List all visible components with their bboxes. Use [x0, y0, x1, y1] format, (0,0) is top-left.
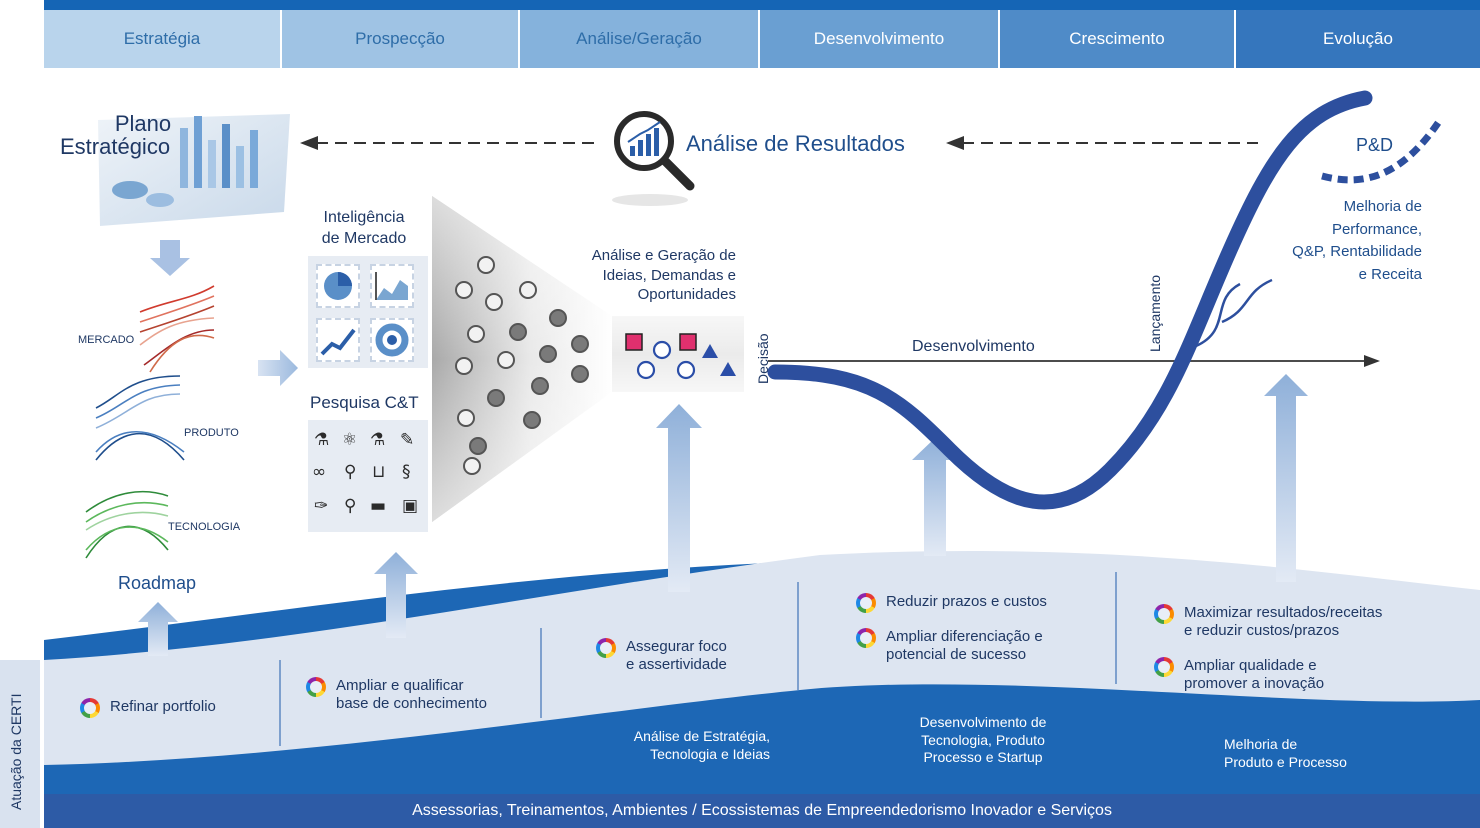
decision-shapes: [625, 333, 736, 380]
inteligencia-icon-panel: [308, 256, 428, 368]
gauge-icon: [370, 318, 414, 362]
pesquisa-title: Pesquisa C&T: [310, 393, 419, 412]
area-chart-icon: [370, 264, 414, 308]
analise-geracao-text: Análise e Geração de Ideias, Demandas e …: [560, 246, 736, 305]
analise-resultados-title: Análise de Resultados: [686, 131, 905, 156]
line-chart-icon: [316, 318, 360, 362]
pesquisa-icon-panel: ⚗ ⚛ ⚗ ✎ ∞ ⚲ ⊔ § ✑ ⚲ ▬ ▣: [308, 420, 428, 532]
stage-evolucao[interactable]: Evolução: [1236, 10, 1480, 68]
analise-geracao-line1: Análise e Geração de: [591, 247, 736, 264]
test-tube-icon: ⊔: [372, 462, 386, 482]
decisao-label: Decisão: [755, 333, 771, 384]
roadmap-title: Roadmap: [118, 573, 197, 593]
up-arrows: [138, 374, 1308, 656]
melhoria-line4: e Receita: [1358, 265, 1422, 283]
lancamento-label: Lançamento: [1147, 274, 1163, 352]
top-bar: [44, 0, 1480, 10]
flask-icon: ⚗: [314, 430, 330, 450]
roadmap-tecnologia-label: TECNOLOGIA: [168, 521, 241, 533]
microscope-icon: ⚲: [344, 462, 357, 482]
dna-icon: §: [402, 462, 411, 482]
plano-title: Plano: [112, 111, 174, 136]
stage-header: Estratégia Prospecção Análise/Geração De…: [44, 0, 1480, 68]
s-curve: [767, 90, 1373, 510]
blackboard-icon: ▬: [370, 496, 387, 516]
plano-line1: Plano: [114, 111, 172, 136]
beaker-icon: ⚗: [370, 430, 386, 450]
certi-ring-icon: [596, 638, 616, 658]
pd-label: P&D: [1356, 135, 1394, 155]
atom-icon: ⚛: [342, 430, 358, 450]
inteligencia-title: Inteligência de Mercado: [308, 208, 420, 250]
certi-ring-icon: [1154, 604, 1174, 624]
idea-circles: [455, 256, 589, 475]
analise-geracao-line3: Oportunidades: [637, 286, 736, 303]
melhoria-performance-text: Melhoria de Performance, Q&P, Rentabilid…: [1250, 196, 1422, 286]
band-estrategia: Análise de Estratégia,Tecnologia e Ideia…: [633, 728, 770, 762]
stage-crescimento[interactable]: Crescimento: [1000, 10, 1236, 68]
roadmap-mercado-label: MERCADO: [78, 334, 135, 346]
item-refinar: Refinar portfolio: [80, 698, 216, 718]
certi-ring-icon: [856, 593, 876, 613]
melhoria-line2: Performance,: [1331, 220, 1422, 238]
magnifier-icon: [612, 111, 695, 206]
stage-prospeccao[interactable]: Prospecção: [282, 10, 520, 68]
plano-line2: Estratégico: [60, 134, 171, 159]
certi-ring-icon: [80, 698, 100, 718]
stage-desenvolvimento[interactable]: Desenvolvimento: [760, 10, 1000, 68]
analise-geracao-line2: Ideias, Demandas e: [602, 266, 736, 284]
services-bar: Assessorias, Treinamentos, Ambientes / E…: [44, 794, 1480, 828]
roadmap-produto-label: PRODUTO: [184, 427, 239, 439]
clipboard-icon: ▣: [402, 496, 419, 516]
plano-estrategico-image: [98, 114, 290, 226]
item-reduzir: Reduzir prazos e custos: [856, 593, 1047, 613]
desenvolvimento-label: Desenvolvimento: [912, 338, 1035, 355]
melhoria-line3: Q&P, Rentabilidade: [1292, 243, 1422, 260]
inteligencia-line1: Inteligência: [323, 209, 405, 226]
atuacao-sidebar: Atuação da CERTI: [0, 660, 40, 828]
glasses-icon: ∞: [312, 462, 327, 482]
pipette-icon: ✎: [400, 430, 415, 450]
item-refinar-text: Refinar portfolio: [110, 698, 216, 715]
syringe-icon: ✑: [314, 496, 329, 516]
certi-ring-icon: [1154, 657, 1174, 677]
pie-chart-icon: [316, 264, 360, 308]
wave-band-light: [44, 550, 1480, 765]
inteligencia-line2: de Mercado: [321, 229, 407, 247]
item-reduzir-text: Reduzir prazos e custos: [886, 593, 1047, 610]
melhoria-line1: Melhoria de: [1343, 198, 1422, 215]
certi-ring-icon: [306, 677, 326, 697]
roadmap-curves: [85, 285, 215, 559]
stage-estrategia[interactable]: Estratégia: [44, 10, 282, 68]
search-icon: ⚲: [344, 496, 357, 516]
certi-ring-icon: [856, 628, 876, 648]
stage-analise-geracao[interactable]: Análise/Geração: [520, 10, 760, 68]
atuacao-label: Atuação da CERTI: [8, 693, 24, 810]
